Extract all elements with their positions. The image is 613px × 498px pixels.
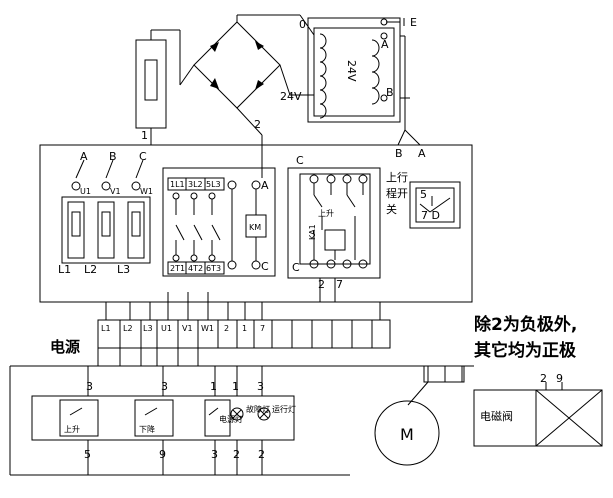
contactor-coil-label: KM — [249, 223, 261, 232]
switch-up — [59, 399, 99, 437]
fault-lamp — [230, 407, 244, 421]
limit-switch-label-line1: 上行 — [386, 171, 408, 184]
wire-number-t1: 3 — [86, 380, 93, 393]
contactor-terminal-2t1: 2T1 — [170, 264, 185, 273]
strip-label-u1: U1 — [161, 324, 172, 333]
strip-label-w1: W1 — [201, 324, 214, 333]
strip-label-1: 1 — [242, 324, 247, 333]
wire-number-2: 2 — [254, 118, 261, 131]
transformer-tap-b: B — [386, 86, 394, 99]
terminal-label-b: B — [109, 150, 117, 163]
switch-down — [134, 399, 174, 437]
run-lamp — [257, 407, 271, 421]
power-lamp-label: 电源灯 — [219, 414, 243, 424]
solenoid-valve — [473, 389, 603, 447]
fuse-holder — [135, 39, 167, 129]
contactor-coil-a: A — [261, 179, 269, 192]
relay-wire-2: 2 — [318, 278, 325, 291]
transformer-tap-e: E — [410, 16, 417, 29]
wire-number-b4: 2 — [233, 448, 240, 461]
strip-label-l2: L2 — [123, 324, 133, 333]
strip-label-7: 7 — [260, 324, 265, 333]
wire-number-t3c: 3 — [257, 380, 264, 393]
terminal-label-w1: W1 — [140, 187, 153, 196]
limit-switch — [409, 181, 461, 229]
transformer-output-voltage: 24V — [280, 90, 302, 103]
contactor-terminal-3l2: 3L2 — [188, 180, 203, 189]
contactor-terminal-1l1: 1L1 — [170, 180, 185, 189]
relay-up-label: 上升 — [318, 209, 334, 218]
relay-terminal-c-bottom: C — [292, 261, 300, 274]
wire-number-b5: 2 — [258, 448, 265, 461]
contactor-terminal-4t2: 4T2 — [188, 264, 203, 273]
wire-number-b2: 9 — [159, 448, 166, 461]
fault-lamp-label: 故障灯 — [246, 404, 270, 414]
contactor-terminal-5l3: 5L3 — [206, 180, 221, 189]
strip-label-2: 2 — [224, 324, 229, 333]
limit-switch-label-line2: 程开 — [386, 187, 408, 200]
terminal-label-a: A — [80, 150, 88, 163]
contactor-coil-c: C — [261, 260, 269, 273]
terminal-label-u1: U1 — [80, 187, 91, 196]
relay-terminal-c-top: C — [296, 154, 304, 167]
limit-switch-a: A — [418, 147, 426, 160]
contactor-terminal-6t3: 6T3 — [206, 264, 221, 273]
wire-number-b3: 3 — [211, 448, 218, 461]
control-box-enclosure — [39, 144, 473, 303]
run-lamp-label: 运行灯 — [272, 404, 296, 414]
contactor — [162, 167, 276, 277]
strip-label-l1: L1 — [101, 324, 111, 333]
terminal-label-c: C — [139, 150, 147, 163]
wire-number-t3b: 1 — [232, 380, 239, 393]
strip-label-l3: L3 — [143, 324, 153, 333]
bridge-rectifier — [193, 21, 281, 109]
motor-terminal-block — [61, 159, 151, 264]
relay-ka1-label: KA1 — [308, 224, 317, 240]
terminal-strip — [97, 319, 391, 349]
valve-wire-9: 9 — [556, 372, 563, 385]
wire-number-b1: 5 — [84, 448, 91, 461]
relay-wire-7: 7 — [336, 278, 343, 291]
transformer — [307, 17, 405, 123]
terminal-label-l2: L2 — [84, 263, 97, 276]
transformer-tap-0: 0 — [299, 18, 306, 31]
terminal-label-l3: L3 — [117, 263, 130, 276]
fuse-element — [144, 59, 158, 101]
limit-switch-label-line3: 关 — [386, 202, 397, 216]
power-label: 电源 — [50, 338, 81, 356]
valve-label: 电磁阀 — [480, 409, 513, 423]
switch-up-label: 上升 — [64, 425, 80, 434]
terminal-label-v1: V1 — [110, 187, 121, 196]
motor-symbol — [374, 400, 440, 466]
limit-switch-b: B — [395, 147, 403, 160]
wire-number-t3a: 1 — [210, 380, 217, 393]
valve-wire-2: 2 — [540, 372, 547, 385]
power-lamp — [204, 399, 231, 437]
wire-number-t2: 3 — [161, 380, 168, 393]
limit-switch-5: 5 — [420, 188, 427, 201]
wire-number-1: 1 — [141, 129, 148, 142]
polarity-note-line2: 其它均为正极 — [474, 341, 576, 361]
switch-down-label: 下降 — [139, 424, 155, 434]
strip-label-v1: V1 — [182, 324, 193, 333]
transformer-voltage: 24V — [345, 60, 358, 82]
motor-label: M — [400, 425, 414, 444]
terminal-label-l1: L1 — [58, 263, 71, 276]
relay — [287, 167, 381, 279]
limit-switch-7d: 7 D — [421, 209, 440, 222]
transformer-tap-a: A — [381, 38, 389, 51]
polarity-note-line1: 除2为负极外, — [474, 315, 578, 335]
